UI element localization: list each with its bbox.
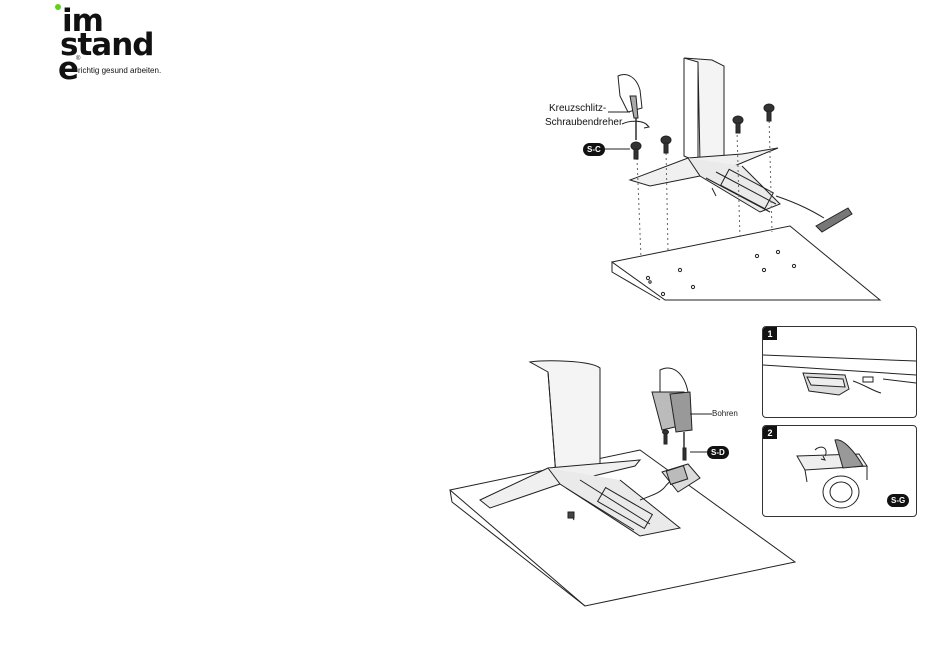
screw-badge-bottom: S-D xyxy=(707,446,729,459)
adhesive-badge: S-G xyxy=(887,494,909,507)
drill-label: Bohren xyxy=(712,409,738,418)
detail-panel-2: 2 S-G xyxy=(762,425,917,517)
detail-panel-1: 1 xyxy=(762,326,917,418)
panel-1-illustration xyxy=(763,327,916,417)
